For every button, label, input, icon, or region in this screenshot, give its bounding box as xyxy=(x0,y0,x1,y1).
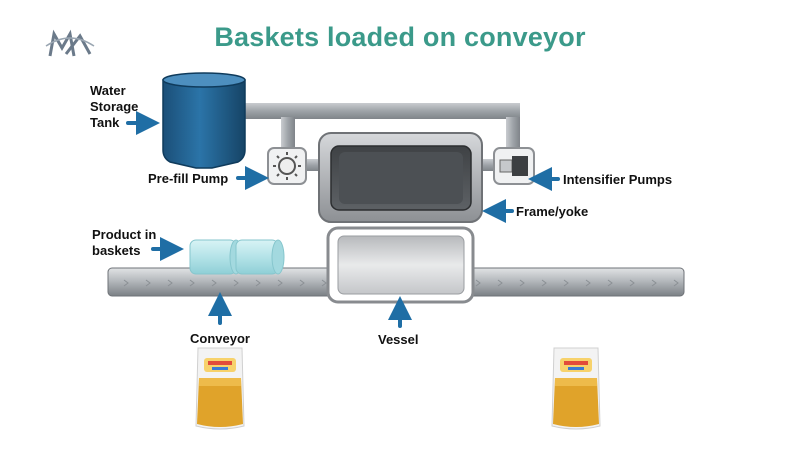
belt-chevron xyxy=(519,279,525,287)
belt-chevron xyxy=(673,279,679,287)
diagram-title: Baskets loaded on conveyor xyxy=(214,22,586,52)
intensifier-pumps-label: Intensifier Pumps xyxy=(563,172,673,187)
water-storage-tank xyxy=(162,72,246,169)
belt-chevron xyxy=(277,279,283,287)
belt-chevron xyxy=(123,279,129,287)
conveyor-label: Conveyor xyxy=(190,331,250,346)
belt-chevron xyxy=(167,279,173,287)
frame-yoke-label: Frame/yoke xyxy=(516,204,589,219)
right-drop-pipe xyxy=(506,117,520,149)
prefill-pump xyxy=(267,147,307,185)
juice-pouch-icon xyxy=(551,347,601,430)
label-line: Water xyxy=(90,83,126,98)
belt-chevron xyxy=(321,279,327,287)
water-storage-tank-label: Water Storage Tank xyxy=(90,83,138,131)
belt-chevron xyxy=(189,279,195,287)
product-baskets xyxy=(189,239,285,275)
label-line: Tank xyxy=(90,115,120,130)
belt-chevron xyxy=(585,279,591,287)
belt-chevron xyxy=(299,279,305,287)
belt-chevron xyxy=(607,279,613,287)
frame-yoke xyxy=(318,132,483,223)
prefill-pump-label: Pre-fill Pump xyxy=(148,171,229,186)
vessel xyxy=(326,226,475,304)
left-drop-pipe xyxy=(281,117,295,149)
pointer-arrows xyxy=(126,111,560,328)
belt-chevron xyxy=(255,279,261,287)
top-pipe xyxy=(238,103,520,119)
product-in-baskets-label: Product in baskets xyxy=(92,227,156,259)
belt-chevron xyxy=(475,279,481,287)
belt-chevron xyxy=(497,279,503,287)
basket xyxy=(235,239,285,275)
belt-chevron xyxy=(233,279,239,287)
belt-chevron xyxy=(145,279,151,287)
university-logo-icon xyxy=(45,29,95,57)
pump-sun-icon xyxy=(273,152,301,180)
basket xyxy=(189,239,243,275)
belt-chevron xyxy=(651,279,657,287)
label-line: baskets xyxy=(92,243,141,258)
belt-chevron xyxy=(563,279,569,287)
pump-to-frame-pipe xyxy=(304,159,322,171)
intensifier-pump xyxy=(493,147,535,185)
belt-chevron xyxy=(211,279,217,287)
vessel-label: Vessel xyxy=(378,332,419,347)
belt-chevron xyxy=(541,279,547,287)
belt-chevron xyxy=(629,279,635,287)
label-line: Storage xyxy=(90,99,139,114)
label-line: Product in xyxy=(92,227,157,242)
juice-pouch-icon xyxy=(195,347,245,430)
